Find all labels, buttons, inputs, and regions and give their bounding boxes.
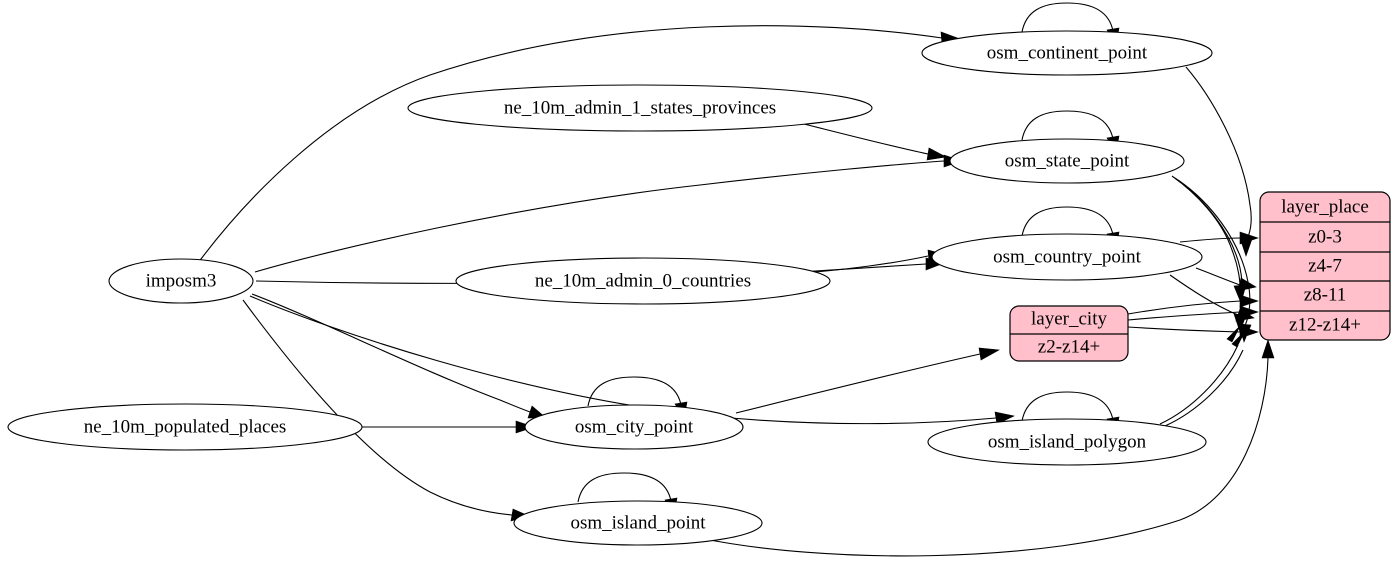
record-node-layer-city[interactable]: layer_city z2-z14+ xyxy=(1009,305,1129,362)
record-layer-place-row-z4-7[interactable]: z4-7 xyxy=(1308,255,1342,276)
edge-imposm3-to-osm-continent-point xyxy=(197,25,961,264)
node-layer: imposm3 ne_10m_admin_1_states_provinces … xyxy=(7,30,1391,546)
record-layer-place-title: layer_place xyxy=(1281,196,1369,217)
edge-ne-states-to-osm-state-point xyxy=(799,122,947,161)
node-osm-country-point[interactable]: osm_country_point xyxy=(931,233,1203,281)
node-ne-10m-populated-places[interactable]: ne_10m_populated_places xyxy=(7,403,363,451)
node-osm-continent-point-label: osm_continent_point xyxy=(987,42,1148,63)
node-osm-city-point-label: osm_city_point xyxy=(575,416,694,437)
node-ne-10m-admin-1-states-provinces[interactable]: ne_10m_admin_1_states_provinces xyxy=(407,84,873,132)
node-osm-island-point-label: osm_island_point xyxy=(570,512,706,533)
node-osm-island-polygon-label: osm_island_polygon xyxy=(988,431,1147,452)
record-layer-place-row-z0-3[interactable]: z0-3 xyxy=(1308,226,1342,247)
node-osm-state-point[interactable]: osm_state_point xyxy=(949,138,1185,184)
node-osm-country-point-label: osm_country_point xyxy=(993,246,1141,267)
node-imposm3-label: imposm3 xyxy=(146,270,217,291)
node-osm-continent-point[interactable]: osm_continent_point xyxy=(921,30,1213,76)
edge-osm-island-polygon-to-layer-place-z8-11 xyxy=(1159,325,1241,425)
edge-osm-island-polygon-to-layer-place-z12-z14 xyxy=(1164,330,1246,427)
node-ne-countries-label: ne_10m_admin_0_countries xyxy=(535,270,751,291)
node-imposm3[interactable]: imposm3 xyxy=(108,258,254,304)
record-layer-city-title: layer_city xyxy=(1031,308,1107,329)
edge-imposm3-to-osm-state-point xyxy=(254,154,963,273)
record-layer-city-row-0[interactable]: z2-z14+ xyxy=(1038,336,1100,357)
record-layer-place-row-z8-11[interactable]: z8-11 xyxy=(1304,284,1347,305)
edge-osm-city-point-to-layer-city xyxy=(735,347,1000,414)
edge-layer-city-to-layer-place-z12-z14 xyxy=(1127,325,1259,339)
edge-osm-island-point-to-layer-place-z12-z14 xyxy=(699,339,1275,557)
node-osm-city-point[interactable]: osm_city_point xyxy=(524,404,744,450)
edge-layer-city-to-layer-place-secondary xyxy=(1127,294,1259,315)
edge-osm-country-point-to-layer-place-z0-3 xyxy=(1179,231,1259,245)
edge-ne-populated-to-osm-city-point xyxy=(362,420,535,434)
node-osm-state-point-label: osm_state_point xyxy=(1005,150,1130,171)
record-node-layer-place[interactable]: layer_place z0-3 z4-7 z8-11 z12-z14+ xyxy=(1259,191,1391,341)
edge-layer-city-to-layer-place-z8-11 xyxy=(1127,305,1259,321)
edge-osm-continent-point-to-layer-place-z0-3 xyxy=(1185,66,1253,257)
edge-imposm3-to-osm-city-point xyxy=(251,293,547,419)
node-ne-states-label: ne_10m_admin_1_states_provinces xyxy=(504,97,776,118)
node-ne-10m-admin-0-countries[interactable]: ne_10m_admin_0_countries xyxy=(455,257,831,305)
edge-osm-country-point-to-layer-place-z4-7 xyxy=(1195,267,1257,292)
node-ne-populated-label: ne_10m_populated_places xyxy=(84,416,287,437)
edge-ne-countries-to-osm-country-point xyxy=(799,257,945,273)
node-osm-island-point[interactable]: osm_island_point xyxy=(513,500,763,546)
record-layer-place-row-z12-z14[interactable]: z12-z14+ xyxy=(1289,314,1361,335)
node-osm-island-polygon[interactable]: osm_island_polygon xyxy=(927,418,1207,466)
